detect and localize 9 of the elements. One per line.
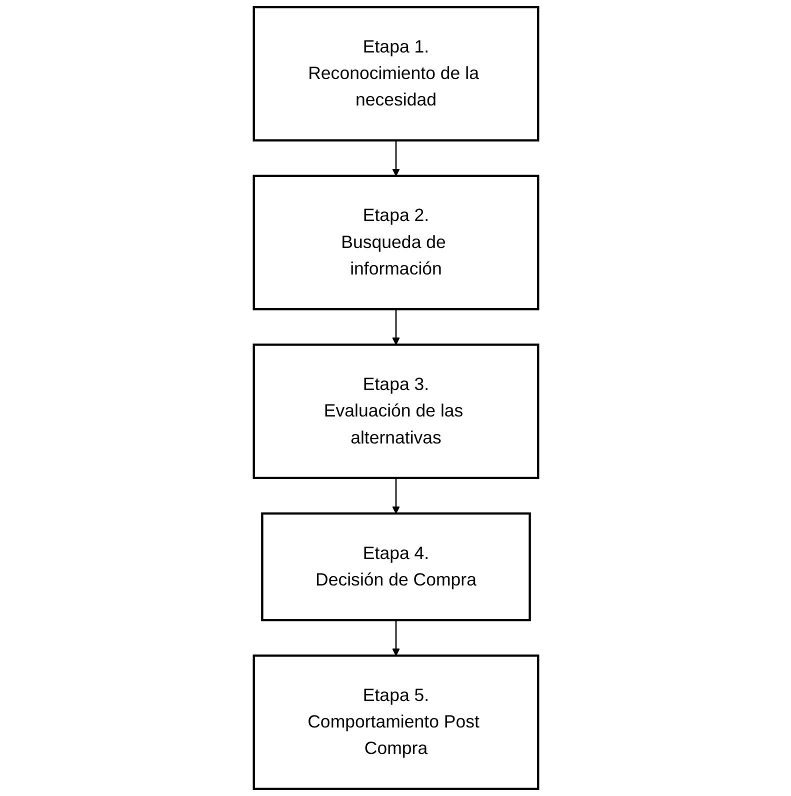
arrow <box>392 620 400 656</box>
node-box: Etapa 4. Decisión de Compra <box>260 512 530 622</box>
node-box: Etapa 3. Evaluación de las alternativas <box>252 344 539 480</box>
arrow <box>392 309 400 346</box>
node-box: Etapa 5. Comportamiento Post Compra <box>252 654 539 790</box>
node-box: Etapa 1. Reconocimiento de la necesidad <box>252 6 539 142</box>
node-box: Etapa 2. Busqueda de información <box>252 174 539 310</box>
arrow <box>392 478 400 514</box>
arrow <box>392 140 400 176</box>
